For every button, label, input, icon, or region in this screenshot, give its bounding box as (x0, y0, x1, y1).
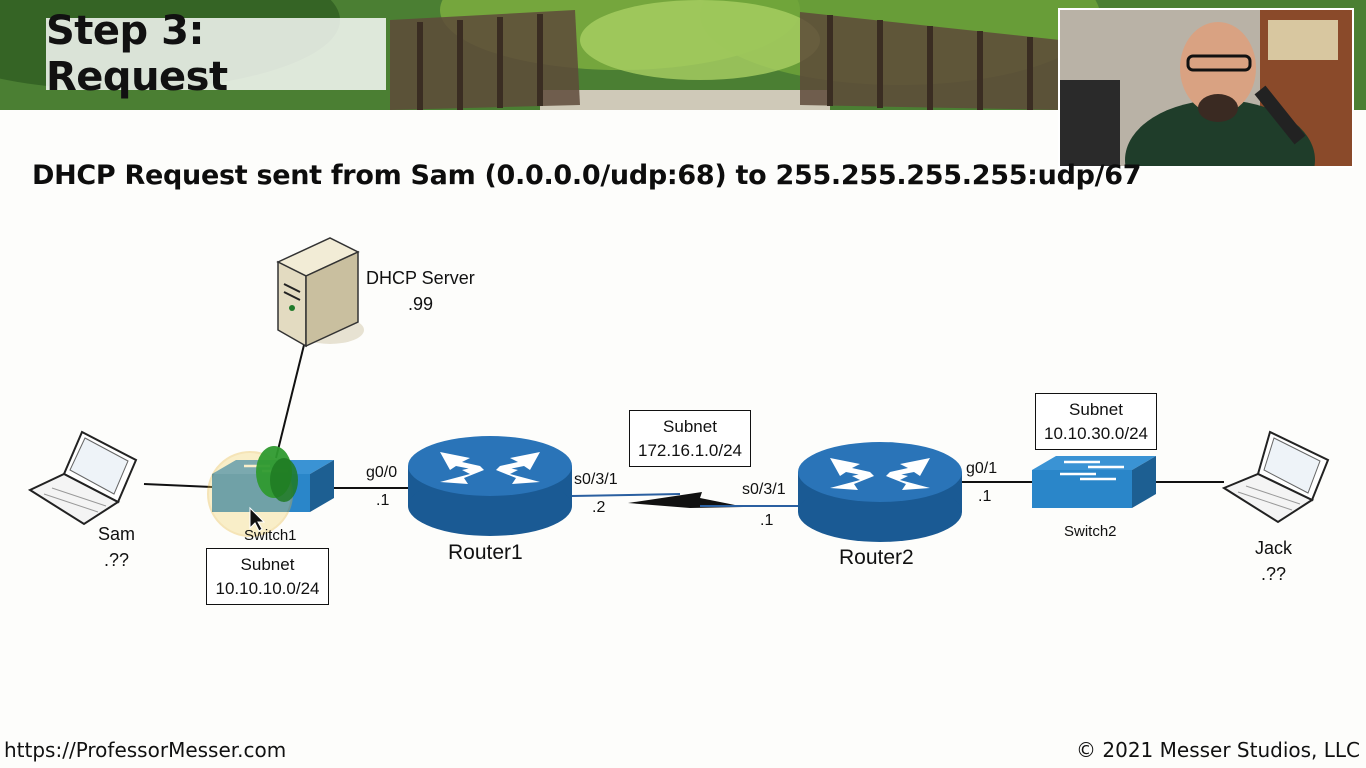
router1-if-right: s0/3/1 (574, 471, 618, 488)
slide-subtitle: DHCP Request sent from Sam (0.0.0.0/udp:… (32, 160, 1142, 191)
router2-if-left: s0/3/1 (742, 481, 786, 498)
footer-url: https://ProfessorMesser.com (4, 738, 287, 762)
switch2-name: Switch2 (1064, 523, 1117, 540)
presenter-image (1060, 10, 1352, 166)
mouse-cursor (249, 506, 266, 532)
footer-copyright: © 2021 Messer Studios, LLC (1076, 738, 1360, 762)
router1-name: Router1 (448, 541, 523, 564)
laptop-icon-jack (1221, 430, 1330, 524)
slide-title-box: Step 3: Request (46, 8, 386, 100)
server-icon (276, 237, 364, 348)
switch-icon-switch2 (1032, 456, 1156, 508)
router2-if-left-addr: .1 (760, 512, 774, 529)
subnet-middle-value: 172.16.1.0/24 (638, 440, 742, 460)
jack-name: Jack (1255, 538, 1293, 558)
dhcp-server-addr: .99 (408, 294, 434, 314)
router-icon-router2 (798, 442, 962, 542)
sam-name: Sam (98, 524, 136, 544)
packet-icon (256, 446, 298, 502)
subnet-box-middle: Subnet 172.16.1.0/24 (629, 410, 751, 467)
slide-title: Step 3: Request (46, 8, 228, 100)
router-icon-router1 (408, 436, 572, 536)
subnet-box-left: Subnet 10.10.10.0/24 (206, 548, 329, 605)
subnet-middle-label: Subnet (663, 416, 717, 436)
sam-addr: .?? (104, 550, 130, 570)
link-server-switch1 (275, 344, 305, 459)
jack-addr: .?? (1261, 564, 1287, 584)
router2-name: Router2 (839, 546, 914, 569)
link-sam-switch1 (143, 483, 213, 488)
subnet-left-label: Subnet (240, 554, 295, 574)
router2-if-right-addr: .1 (978, 488, 992, 505)
subnet-right-value: 10.10.30.0/24 (1044, 423, 1148, 443)
laptop-icon-sam (27, 430, 138, 526)
router1-if-left: g0/0 (366, 464, 398, 481)
presenter-video (1058, 8, 1354, 168)
subnet-left-value: 10.10.10.0/24 (215, 578, 320, 598)
dhcp-server-name: DHCP Server (366, 268, 475, 288)
serial-link (571, 492, 798, 508)
subnet-box-right: Subnet 10.10.30.0/24 (1035, 393, 1157, 450)
router2-if-right: g0/1 (966, 460, 998, 477)
router1-if-left-addr: .1 (376, 492, 390, 509)
router1-if-right-addr: .2 (592, 499, 606, 516)
switch1-name: Switch1 (244, 527, 297, 544)
subnet-right-label: Subnet (1069, 399, 1123, 419)
